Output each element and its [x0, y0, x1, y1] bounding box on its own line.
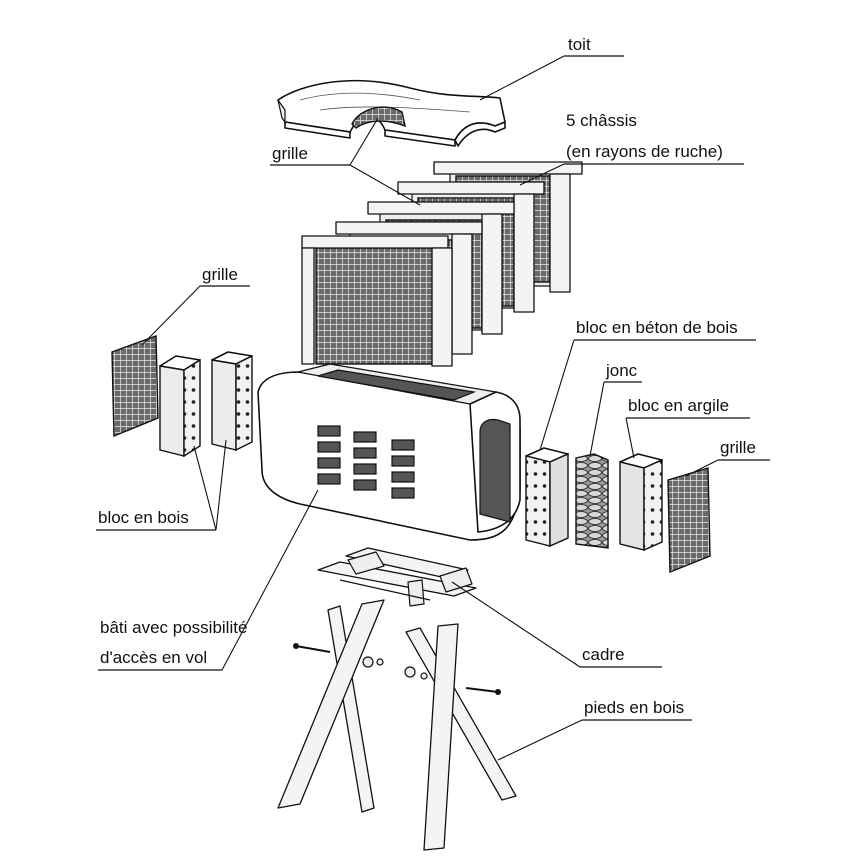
right-grille	[667, 467, 711, 574]
leader-lines	[96, 55, 770, 761]
label-toit: toit	[568, 35, 591, 54]
labels: toit grille 5 châssis (en rayons de ruch…	[98, 35, 756, 717]
wood-concrete-block	[525, 447, 569, 548]
base-frame-cadre	[317, 547, 477, 607]
label-grille-left: grille	[202, 265, 238, 284]
label-pieds: pieds en bois	[584, 698, 684, 717]
roof	[277, 79, 506, 147]
label-grille-right: grille	[720, 438, 756, 457]
label-bloc-argile: bloc en argile	[628, 396, 729, 415]
label-jonc: jonc	[605, 361, 638, 380]
reed-bundle	[575, 453, 609, 549]
wood-block-1	[159, 355, 201, 458]
label-grille-top: grille	[272, 144, 308, 163]
frame-1	[301, 235, 453, 367]
left-grille	[111, 335, 159, 438]
flight-openings	[317, 425, 415, 499]
chassis-frames	[301, 161, 583, 367]
wood-block-2	[211, 351, 253, 452]
label-bati-line1: bâti avec possibilité	[100, 618, 247, 637]
label-chassis-line2: (en rayons de ruche)	[566, 142, 723, 161]
clay-block	[619, 453, 663, 552]
label-bati-line2: d'accès en vol	[100, 648, 207, 667]
label-bloc-bois: bloc en bois	[98, 508, 189, 527]
label-chassis-line1: 5 châssis	[566, 111, 637, 130]
label-cadre: cadre	[582, 645, 625, 664]
label-bloc-beton: bloc en béton de bois	[576, 318, 738, 337]
housing-bati	[257, 363, 521, 541]
wooden-legs	[277, 599, 517, 851]
